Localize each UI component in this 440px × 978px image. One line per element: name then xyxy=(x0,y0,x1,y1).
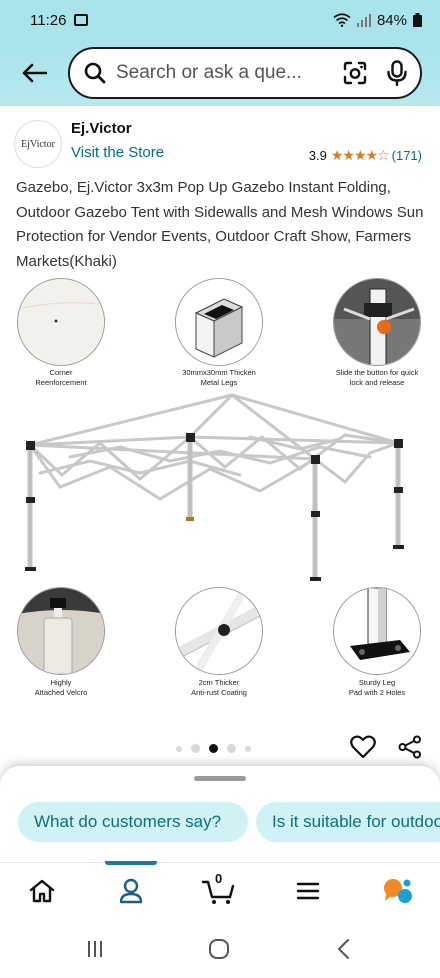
battery-icon xyxy=(413,13,422,27)
nav-home[interactable] xyxy=(20,873,64,909)
user-icon xyxy=(119,878,143,904)
corner-detail-circle xyxy=(17,278,105,366)
search-header xyxy=(0,40,440,106)
leg-detail-circle xyxy=(175,278,263,366)
visit-store-link[interactable]: Visit the Store xyxy=(71,144,165,161)
store-row: EjVictor Ej.Victor Visit the Store 3.9 ★… xyxy=(0,112,440,172)
velcro-detail-circle xyxy=(17,587,105,675)
search-input[interactable] xyxy=(116,62,316,84)
heart-icon[interactable] xyxy=(350,735,376,759)
suggestion-chip-customers[interactable]: What do customers say? xyxy=(18,802,248,842)
cart-icon xyxy=(202,880,235,904)
back-button[interactable] xyxy=(14,53,54,93)
nav-menu[interactable] xyxy=(286,873,330,909)
image-actions xyxy=(350,735,422,759)
status-time: 11:26 xyxy=(30,11,67,29)
bottom-navigation: 0 xyxy=(0,861,440,918)
recent-apps-button[interactable] xyxy=(80,936,110,962)
search-icon xyxy=(84,62,106,84)
nav-account[interactable] xyxy=(109,873,153,909)
wifi-icon xyxy=(333,13,351,27)
chevron-left-icon xyxy=(337,939,349,959)
home-button[interactable] xyxy=(204,936,234,962)
assistant-icon xyxy=(384,879,412,903)
microphone-icon[interactable] xyxy=(386,60,408,86)
carousel-dot[interactable] xyxy=(227,744,236,753)
search-actions xyxy=(342,60,408,86)
sheet-drag-handle[interactable] xyxy=(194,776,246,781)
signal-icon xyxy=(356,14,371,27)
home-circle-icon xyxy=(209,939,229,959)
system-navigation xyxy=(0,918,440,978)
share-icon[interactable] xyxy=(398,735,422,759)
rating-value: 3.9 xyxy=(308,148,327,163)
carousel-dots xyxy=(176,744,251,753)
carousel-dot[interactable] xyxy=(176,745,182,752)
rating-count: (171) xyxy=(391,148,422,163)
carousel-dot[interactable] xyxy=(245,745,251,752)
status-bar: 11:26 84% xyxy=(0,0,440,40)
nav-rufus-assistant[interactable] xyxy=(376,873,420,909)
hamburger-menu-icon xyxy=(296,882,320,900)
nav-cart[interactable]: 0 xyxy=(197,871,241,909)
rating-summary[interactable]: 3.9 ★★★★☆ (171) xyxy=(309,147,422,164)
store-logo[interactable]: EjVictor xyxy=(14,120,62,168)
carousel-dot-active[interactable] xyxy=(209,744,218,753)
carousel-dot[interactable] xyxy=(191,744,200,753)
brand-name: Ej.Victor xyxy=(71,120,132,137)
battery-percent: 84% xyxy=(376,11,407,29)
home-icon xyxy=(29,879,55,903)
store-logo-text: EjVictor xyxy=(21,138,55,150)
nav-active-indicator xyxy=(105,861,157,865)
leg-pad-detail-circle xyxy=(333,587,421,675)
suggestions-sheet: What do customers say? Is it suitable fo… xyxy=(0,766,440,862)
system-back-button[interactable] xyxy=(328,936,358,962)
gallery-notification-icon xyxy=(74,14,89,26)
search-box[interactable] xyxy=(68,47,422,99)
gazebo-frame-illustration xyxy=(25,393,404,581)
coating-detail-circle xyxy=(175,587,263,675)
recent-apps-icon xyxy=(88,941,102,957)
product-title: Gazebo, Ej.Victor 3x3m Pop Up Gazebo Ins… xyxy=(16,179,424,270)
arrow-left-icon xyxy=(22,63,47,83)
status-indicators: 84% xyxy=(333,12,422,29)
suggestion-chip-outdoor[interactable]: Is it suitable for outdoor use? xyxy=(256,802,440,842)
button-detail-circle xyxy=(333,278,421,366)
camera-search-icon[interactable] xyxy=(342,60,368,86)
cart-count: 0 xyxy=(215,871,223,886)
star-rating-icon: ★★★★☆ xyxy=(330,147,390,163)
